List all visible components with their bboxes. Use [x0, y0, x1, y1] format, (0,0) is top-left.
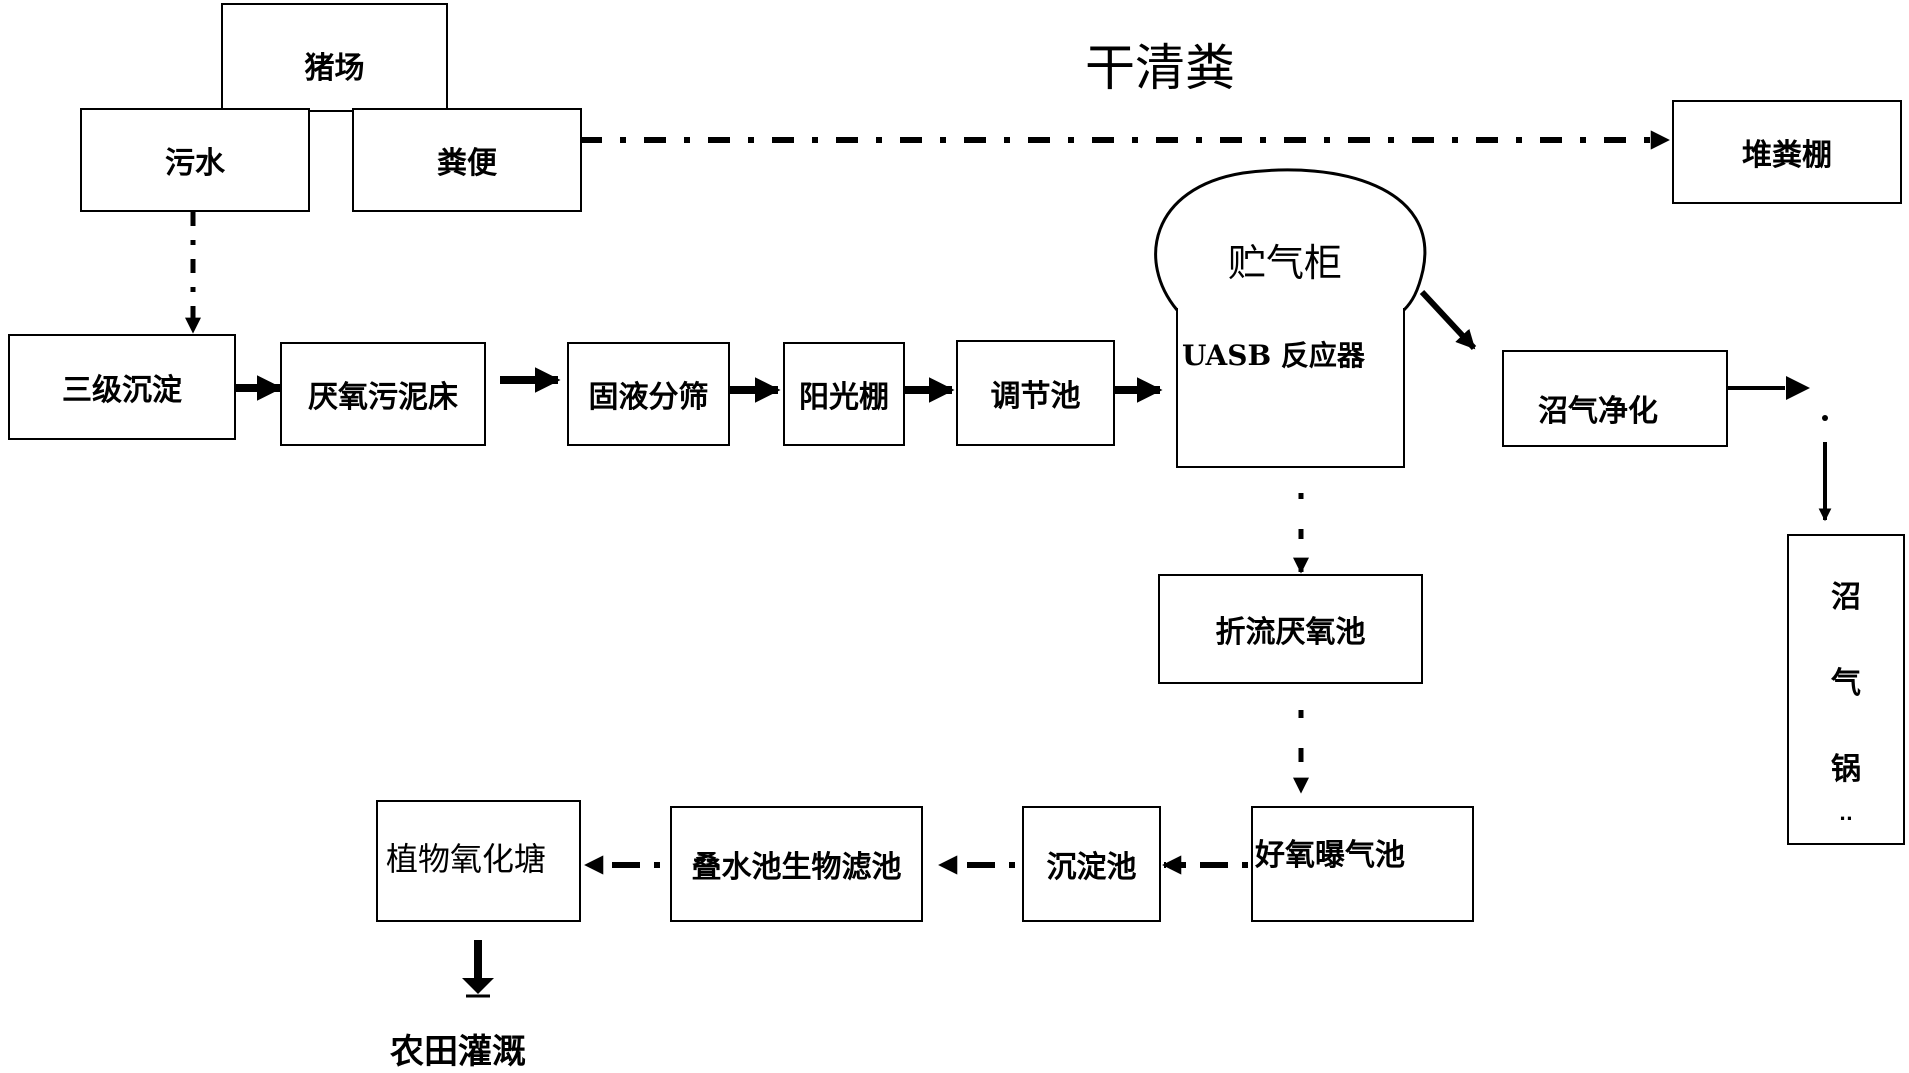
node-biogas-purification: 沼气净化 [1502, 350, 1728, 447]
node-pig-farm: 猪场 [221, 3, 448, 112]
node-sewage: 污水 [80, 108, 310, 212]
node-aerobic-aeration-tank: 好氧曝气池 [1251, 806, 1474, 922]
arrowhead-purification-right [1786, 376, 1810, 400]
arrowhead-oxidation-to-farmland [462, 978, 494, 994]
arrow-gas-holder-to-purification [1419, 289, 1477, 351]
node-settling-tank: 沉淀池 [1022, 806, 1161, 922]
node-manure: 粪便 [352, 108, 582, 212]
boiler-char-3: 锅 [1831, 752, 1861, 787]
node-solid-liquid-screen: 固液分筛 [567, 342, 730, 446]
node-three-stage-settling: 三级沉淀 [8, 334, 236, 440]
node-regulating-tank: 调节池 [956, 340, 1115, 446]
boiler-char-4: .. [1839, 804, 1853, 825]
node-sun-shed: 阳光棚 [783, 342, 905, 446]
dot-purification-bend [1822, 415, 1828, 421]
boiler-char-2: 气 [1831, 666, 1861, 701]
node-biogas-boiler: 沼 气 锅 .. [1787, 534, 1905, 845]
node-manure-shed: 堆粪棚 [1672, 100, 1902, 204]
node-uasb-reactor: UASB 反应器 [1176, 308, 1405, 468]
diagram-title: 干清粪 [1085, 39, 1235, 97]
node-gas-holder: 贮气柜 [1228, 241, 1343, 285]
uasb-reactor-label: UASB 反应器 [1182, 339, 1365, 372]
node-baffled-anaerobic-tank: 折流厌氧池 [1158, 574, 1423, 684]
node-cascade-biofilter: 叠水池生物滤池 [670, 806, 923, 922]
node-anaerobic-sludge-bed: 厌氧污泥床 [280, 342, 486, 446]
node-plant-oxidation-pond: 植物氧化塘 [376, 800, 581, 922]
node-farmland-irrigation: 农田灌溉 [390, 1032, 526, 1072]
gas-holder-dome [1154, 168, 1427, 312]
boiler-char-1: 沼 [1831, 580, 1861, 615]
